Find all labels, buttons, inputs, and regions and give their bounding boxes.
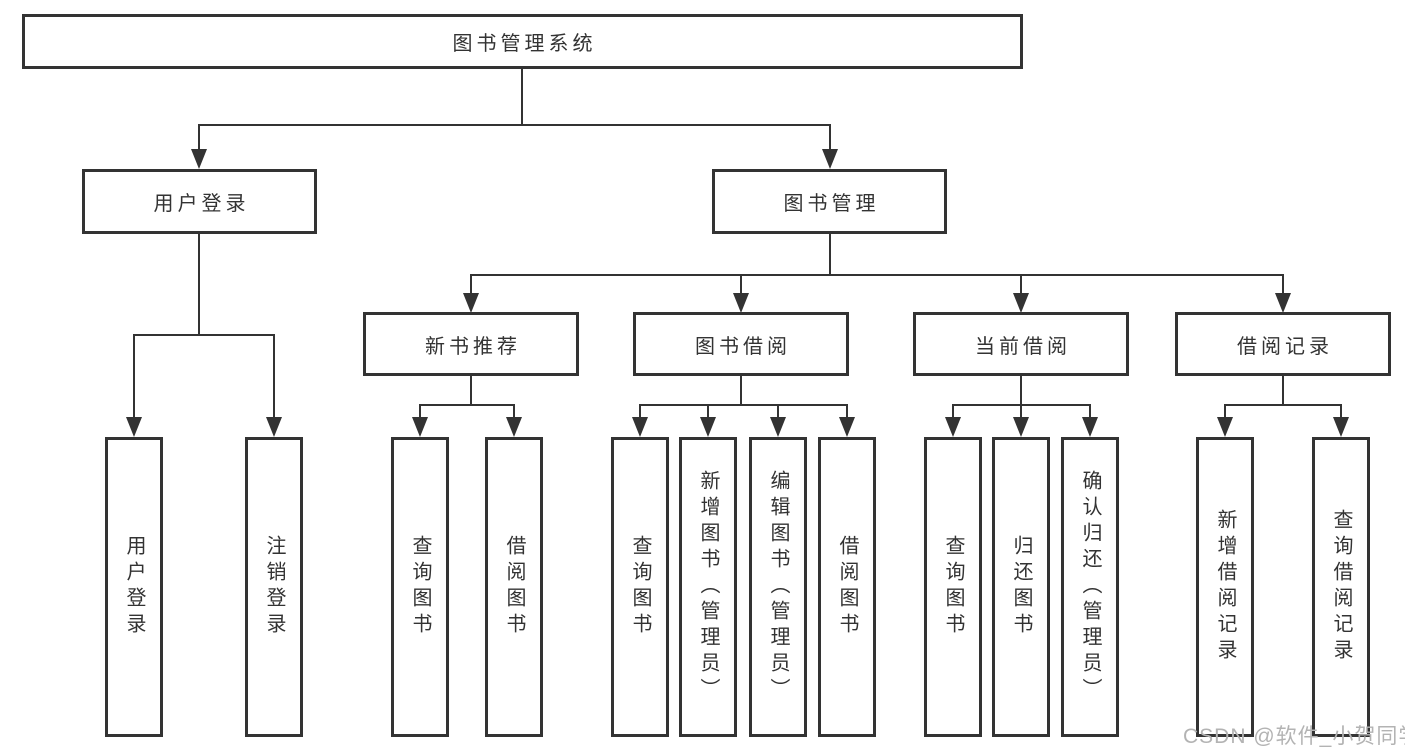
leaf-label: 新增图书（管理员） xyxy=(697,470,719,704)
node-label: 新书推荐 xyxy=(425,335,521,358)
arrowhead-icon xyxy=(463,293,479,313)
leaf-query-books-recommend: 查询图书 xyxy=(391,437,449,737)
leaf-label: 新增借阅记录 xyxy=(1214,509,1236,665)
connector-segment xyxy=(1020,274,1022,294)
leaf-label: 查询图书 xyxy=(629,535,651,639)
connector-book-mgmt-stem xyxy=(829,234,831,275)
connector-segment xyxy=(777,404,779,419)
node-root-label: 图书管理系统 xyxy=(452,33,597,55)
arrowhead-icon xyxy=(1013,417,1029,437)
node-label: 借阅记录 xyxy=(1237,335,1333,358)
arrowhead-icon xyxy=(506,417,522,437)
arrowhead-icon xyxy=(1217,417,1233,437)
arrowhead-icon xyxy=(191,149,207,169)
arrowhead-icon xyxy=(839,417,855,437)
arrowhead-icon xyxy=(945,417,961,437)
node-book-borrow: 图书借阅 xyxy=(633,312,849,376)
leaf-query-books-borrow: 查询图书 xyxy=(611,437,669,737)
arrowhead-icon xyxy=(1013,293,1029,313)
connector-segment xyxy=(198,124,200,150)
arrowhead-icon xyxy=(1082,417,1098,437)
watermark: CSDN @软件_小贺同学 xyxy=(1183,725,1405,747)
connector-segment xyxy=(1282,274,1284,294)
connector-user-login-crossbar xyxy=(133,334,275,336)
node-book-management: 图书管理 xyxy=(712,169,947,234)
leaf-confirm-return-admin: 确认归还（管理员） xyxy=(1061,437,1119,737)
connector-segment xyxy=(1224,404,1226,419)
leaf-logout: 注销登录 xyxy=(245,437,303,737)
connector-segment xyxy=(273,334,275,419)
connector-segment xyxy=(707,404,709,419)
connector-crossbar xyxy=(419,404,515,406)
node-label: 图书管理 xyxy=(783,193,880,215)
connector-segment xyxy=(1282,376,1284,405)
connector-segment xyxy=(513,404,515,419)
connector-segment xyxy=(470,274,472,294)
arrowhead-icon xyxy=(266,417,282,437)
leaf-label: 查询图书 xyxy=(942,535,964,639)
connector-segment xyxy=(1020,376,1022,405)
node-label: 当前借阅 xyxy=(975,335,1071,358)
node-current-borrow: 当前借阅 xyxy=(913,312,1129,376)
connector-segment xyxy=(740,376,742,405)
arrowhead-icon xyxy=(1275,293,1291,313)
connector-segment xyxy=(1340,404,1342,419)
leaf-label: 用户登录 xyxy=(123,535,145,639)
leaf-add-borrow-record: 新增借阅记录 xyxy=(1196,437,1254,737)
connector-segment xyxy=(133,334,135,419)
node-new-book-recommend: 新书推荐 xyxy=(363,312,579,376)
leaf-edit-book-admin: 编辑图书（管理员） xyxy=(749,437,807,737)
arrowhead-icon xyxy=(412,417,428,437)
node-borrow-records: 借阅记录 xyxy=(1175,312,1391,376)
leaf-return-book: 归还图书 xyxy=(992,437,1050,737)
connector-segment xyxy=(1020,404,1022,419)
node-label: 用户登录 xyxy=(153,193,250,215)
connector-root-crossbar xyxy=(198,124,831,126)
arrowhead-icon xyxy=(126,417,142,437)
leaf-label: 借阅图书 xyxy=(503,535,525,639)
arrowhead-icon xyxy=(733,293,749,313)
connector-root-stem xyxy=(521,69,523,126)
arrowhead-icon xyxy=(822,149,838,169)
arrowhead-icon xyxy=(632,417,648,437)
node-root: 图书管理系统 xyxy=(22,14,1023,69)
connector-segment xyxy=(740,274,742,294)
leaf-borrow-books-recommend: 借阅图书 xyxy=(485,437,543,737)
leaf-label: 借阅图书 xyxy=(836,535,858,639)
node-label: 图书借阅 xyxy=(695,335,791,358)
connector-segment xyxy=(419,404,421,419)
connector-segment xyxy=(470,376,472,405)
leaf-add-book-admin: 新增图书（管理员） xyxy=(679,437,737,737)
leaf-label: 编辑图书（管理员） xyxy=(767,470,789,704)
leaf-user-login: 用户登录 xyxy=(105,437,163,737)
connector-segment xyxy=(829,124,831,150)
leaf-borrow-books: 借阅图书 xyxy=(818,437,876,737)
node-user-login: 用户登录 xyxy=(82,169,317,234)
connector-segment xyxy=(1089,404,1091,419)
arrowhead-icon xyxy=(770,417,786,437)
connector-crossbar xyxy=(639,404,848,406)
arrowhead-icon xyxy=(700,417,716,437)
leaf-label: 确认归还（管理员） xyxy=(1079,470,1101,704)
leaf-label: 归还图书 xyxy=(1010,535,1032,639)
connector-user-login-stem xyxy=(198,234,200,335)
leaf-query-borrow-record: 查询借阅记录 xyxy=(1312,437,1370,737)
connector-crossbar xyxy=(1224,404,1342,406)
leaf-label: 注销登录 xyxy=(263,535,285,639)
leaf-label: 查询图书 xyxy=(409,535,431,639)
leaf-label: 查询借阅记录 xyxy=(1330,509,1352,665)
connector-book-mgmt-crossbar xyxy=(470,274,1284,276)
connector-segment xyxy=(952,404,954,419)
connector-segment xyxy=(846,404,848,419)
leaf-query-books-current: 查询图书 xyxy=(924,437,982,737)
connector-segment xyxy=(639,404,641,419)
arrowhead-icon xyxy=(1333,417,1349,437)
